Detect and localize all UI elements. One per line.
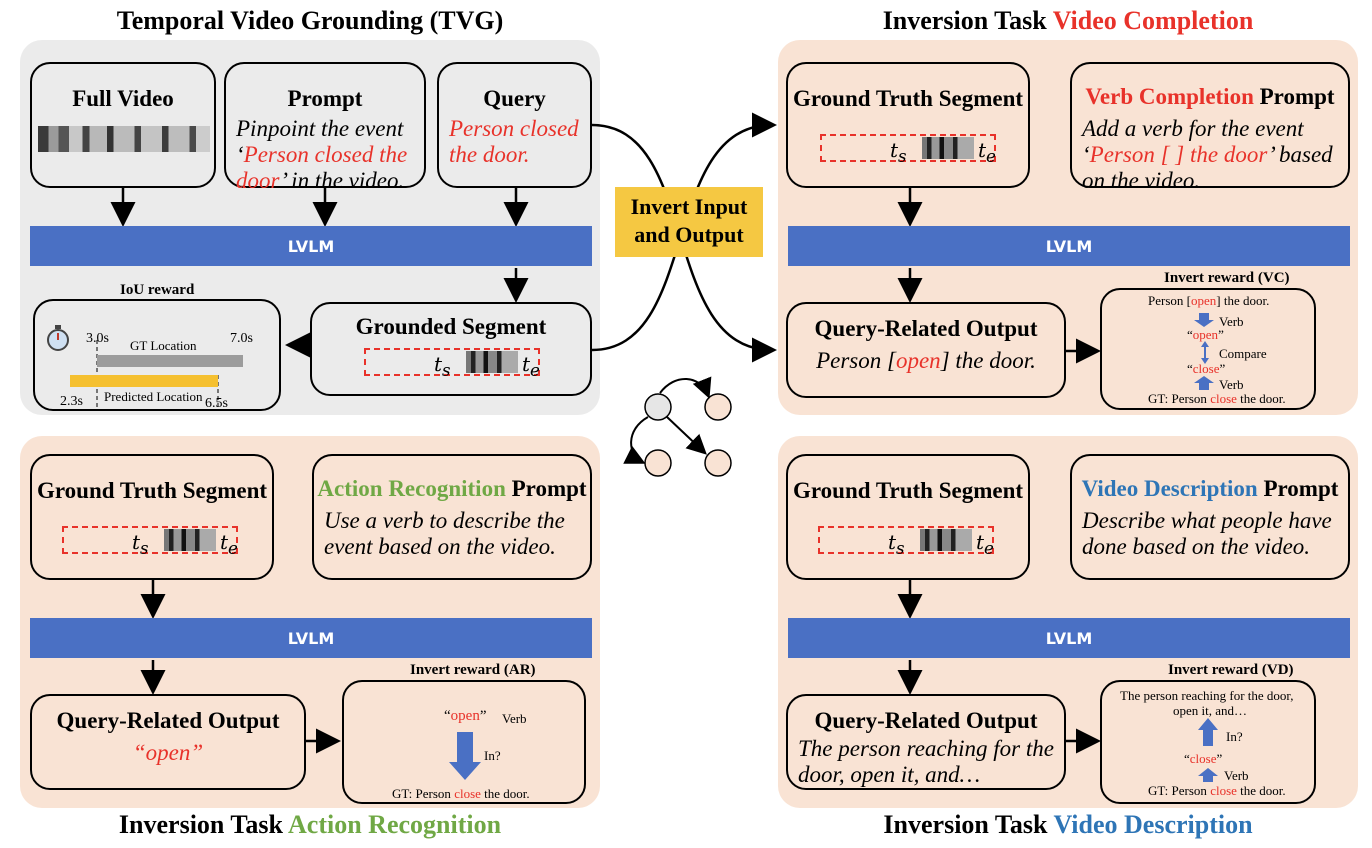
- full-video-box: Full Video: [30, 62, 216, 188]
- query-text: Person closed the door.: [449, 116, 579, 167]
- vc-prompt-text: Add a verb for the event ‘Person [ ] the…: [1082, 116, 1333, 193]
- stopwatch-icon: [47, 325, 69, 351]
- query-box: Query Person closed the door.: [437, 62, 592, 188]
- ar-output-title: Query-Related Output: [56, 708, 280, 733]
- vc-reward-open: “open”: [1187, 327, 1224, 342]
- iou-reward-box: [33, 299, 281, 411]
- query-title: Query: [483, 86, 546, 111]
- vc-reward-line1: Person [open] the door.: [1148, 293, 1270, 308]
- vc-prompt-box: Verb Completion Prompt Add a verb for th…: [1070, 62, 1350, 193]
- gt-start-label: 3.0s: [86, 331, 109, 346]
- vd-reward-title: Invert reward (VD): [1168, 662, 1294, 678]
- ar-output-text: “open”: [132, 740, 204, 765]
- video-frames-thumbnail: [38, 126, 210, 152]
- ar-segment-bar: ts te: [62, 526, 238, 558]
- vc-prompt-title: Verb Completion Prompt: [1085, 84, 1335, 109]
- vd-output-title: Query-Related Output: [814, 708, 1038, 733]
- vc-reward-verb2: Verb: [1219, 377, 1244, 392]
- vc-reward-verb1: Verb: [1219, 314, 1244, 329]
- vc-reward-box: [1100, 288, 1316, 410]
- vd-reward-gt: GT: Person close the door.: [1148, 783, 1286, 798]
- ar-prompt-title: Action Recognition Prompt: [317, 476, 587, 501]
- ar-reward-verb: Verb: [502, 711, 527, 726]
- vc-segment-bar: ts te: [820, 134, 996, 166]
- ar-gt-segment-title: Ground Truth Segment: [36, 478, 268, 503]
- prompt-title: Prompt: [287, 86, 363, 111]
- vd-reward-line2: open it, and…: [1173, 703, 1248, 718]
- ar-reward-gt: GT: Person close the door.: [392, 786, 530, 801]
- vc-reward-title: Invert reward (VC): [1164, 270, 1290, 286]
- ar-title: Inversion Task Action Recognition: [118, 810, 502, 839]
- vc-reward-close: “close”: [1187, 361, 1226, 376]
- invert-input-output-box: Invert Input and Output: [615, 187, 763, 257]
- tvg-title: Temporal Video Grounding (TVG): [116, 6, 504, 35]
- grounded-segment-box: Grounded Segment ts te: [310, 302, 592, 396]
- vd-output-text: The person reaching for the door, open i…: [798, 736, 1054, 787]
- vd-reward-close: “close”: [1184, 751, 1223, 766]
- pred-end-label: 6.5s: [205, 396, 228, 411]
- vc-lvlm-bar: LVLM: [788, 226, 1350, 266]
- vd-output-box: Query-Related Output The person reaching…: [786, 694, 1066, 790]
- vd-title: Inversion Task Video Description: [883, 810, 1253, 839]
- grounded-segment-title: Grounded Segment: [355, 314, 547, 339]
- vd-lvlm-bar: LVLM: [788, 618, 1350, 658]
- vd-gt-segment-title: Ground Truth Segment: [792, 478, 1024, 503]
- vd-reward-box: [1100, 680, 1316, 804]
- prompt-text: Pinpoint the event ‘Person closed the do…: [236, 116, 408, 193]
- ar-prompt-box: Action Recognition Prompt Use a verb to …: [312, 454, 592, 580]
- vd-gt-segment-box: Ground Truth Segment ts te: [786, 454, 1030, 580]
- full-video-title: Full Video: [72, 86, 174, 111]
- vc-reward-gt: GT: Person close the door.: [1148, 391, 1286, 406]
- vd-prompt-box: Video Description Prompt Describe what p…: [1070, 454, 1350, 580]
- pred-location-label: Predicted Location: [104, 389, 203, 404]
- vc-reward-compare: Compare: [1219, 346, 1267, 361]
- vd-prompt-title: Video Description Prompt: [1081, 476, 1339, 501]
- vc-output-title: Query-Related Output: [814, 316, 1038, 341]
- vd-reward-verb: Verb: [1224, 768, 1249, 783]
- vc-output-text: Person [open] the door.: [816, 348, 1036, 373]
- vc-gt-segment-title: Ground Truth Segment: [792, 86, 1024, 111]
- gt-location-label: GT Location: [130, 338, 197, 353]
- graph-icon: [623, 376, 732, 477]
- ar-reward-box: [342, 680, 586, 804]
- ar-reward-open: “open”: [444, 708, 487, 724]
- vc-title: Inversion Task Video Completion: [882, 6, 1254, 35]
- pred-start-label: 2.3s: [60, 394, 83, 409]
- iou-reward-title: IoU reward: [120, 282, 195, 298]
- grounded-segment-bar: ts te: [364, 348, 540, 380]
- tvg-lvlm-bar: LVLM: [30, 226, 592, 266]
- vd-reward-in: In?: [1226, 729, 1243, 744]
- vc-output-box: Query-Related Output Person [open] the d…: [786, 302, 1066, 398]
- ar-reward-title: Invert reward (AR): [410, 662, 536, 678]
- vd-reward-line1: The person reaching for the door,: [1120, 688, 1294, 703]
- ar-prompt-text: Use a verb to describe the event based o…: [324, 508, 565, 559]
- ar-gt-segment-box: Ground Truth Segment ts te: [30, 454, 274, 580]
- vd-segment-bar: ts te: [818, 526, 994, 558]
- gt-end-label: 7.0s: [230, 331, 253, 346]
- vd-prompt-text: Describe what people have done based on …: [1082, 508, 1332, 559]
- ar-output-box: Query-Related Output “open”: [30, 694, 306, 790]
- ar-lvlm-bar: LVLM: [30, 618, 592, 658]
- ar-reward-in: In?: [484, 748, 501, 763]
- prompt-box: Prompt Pinpoint the event ‘Person closed…: [224, 62, 426, 193]
- vc-gt-segment-box: Ground Truth Segment ts te: [786, 62, 1030, 188]
